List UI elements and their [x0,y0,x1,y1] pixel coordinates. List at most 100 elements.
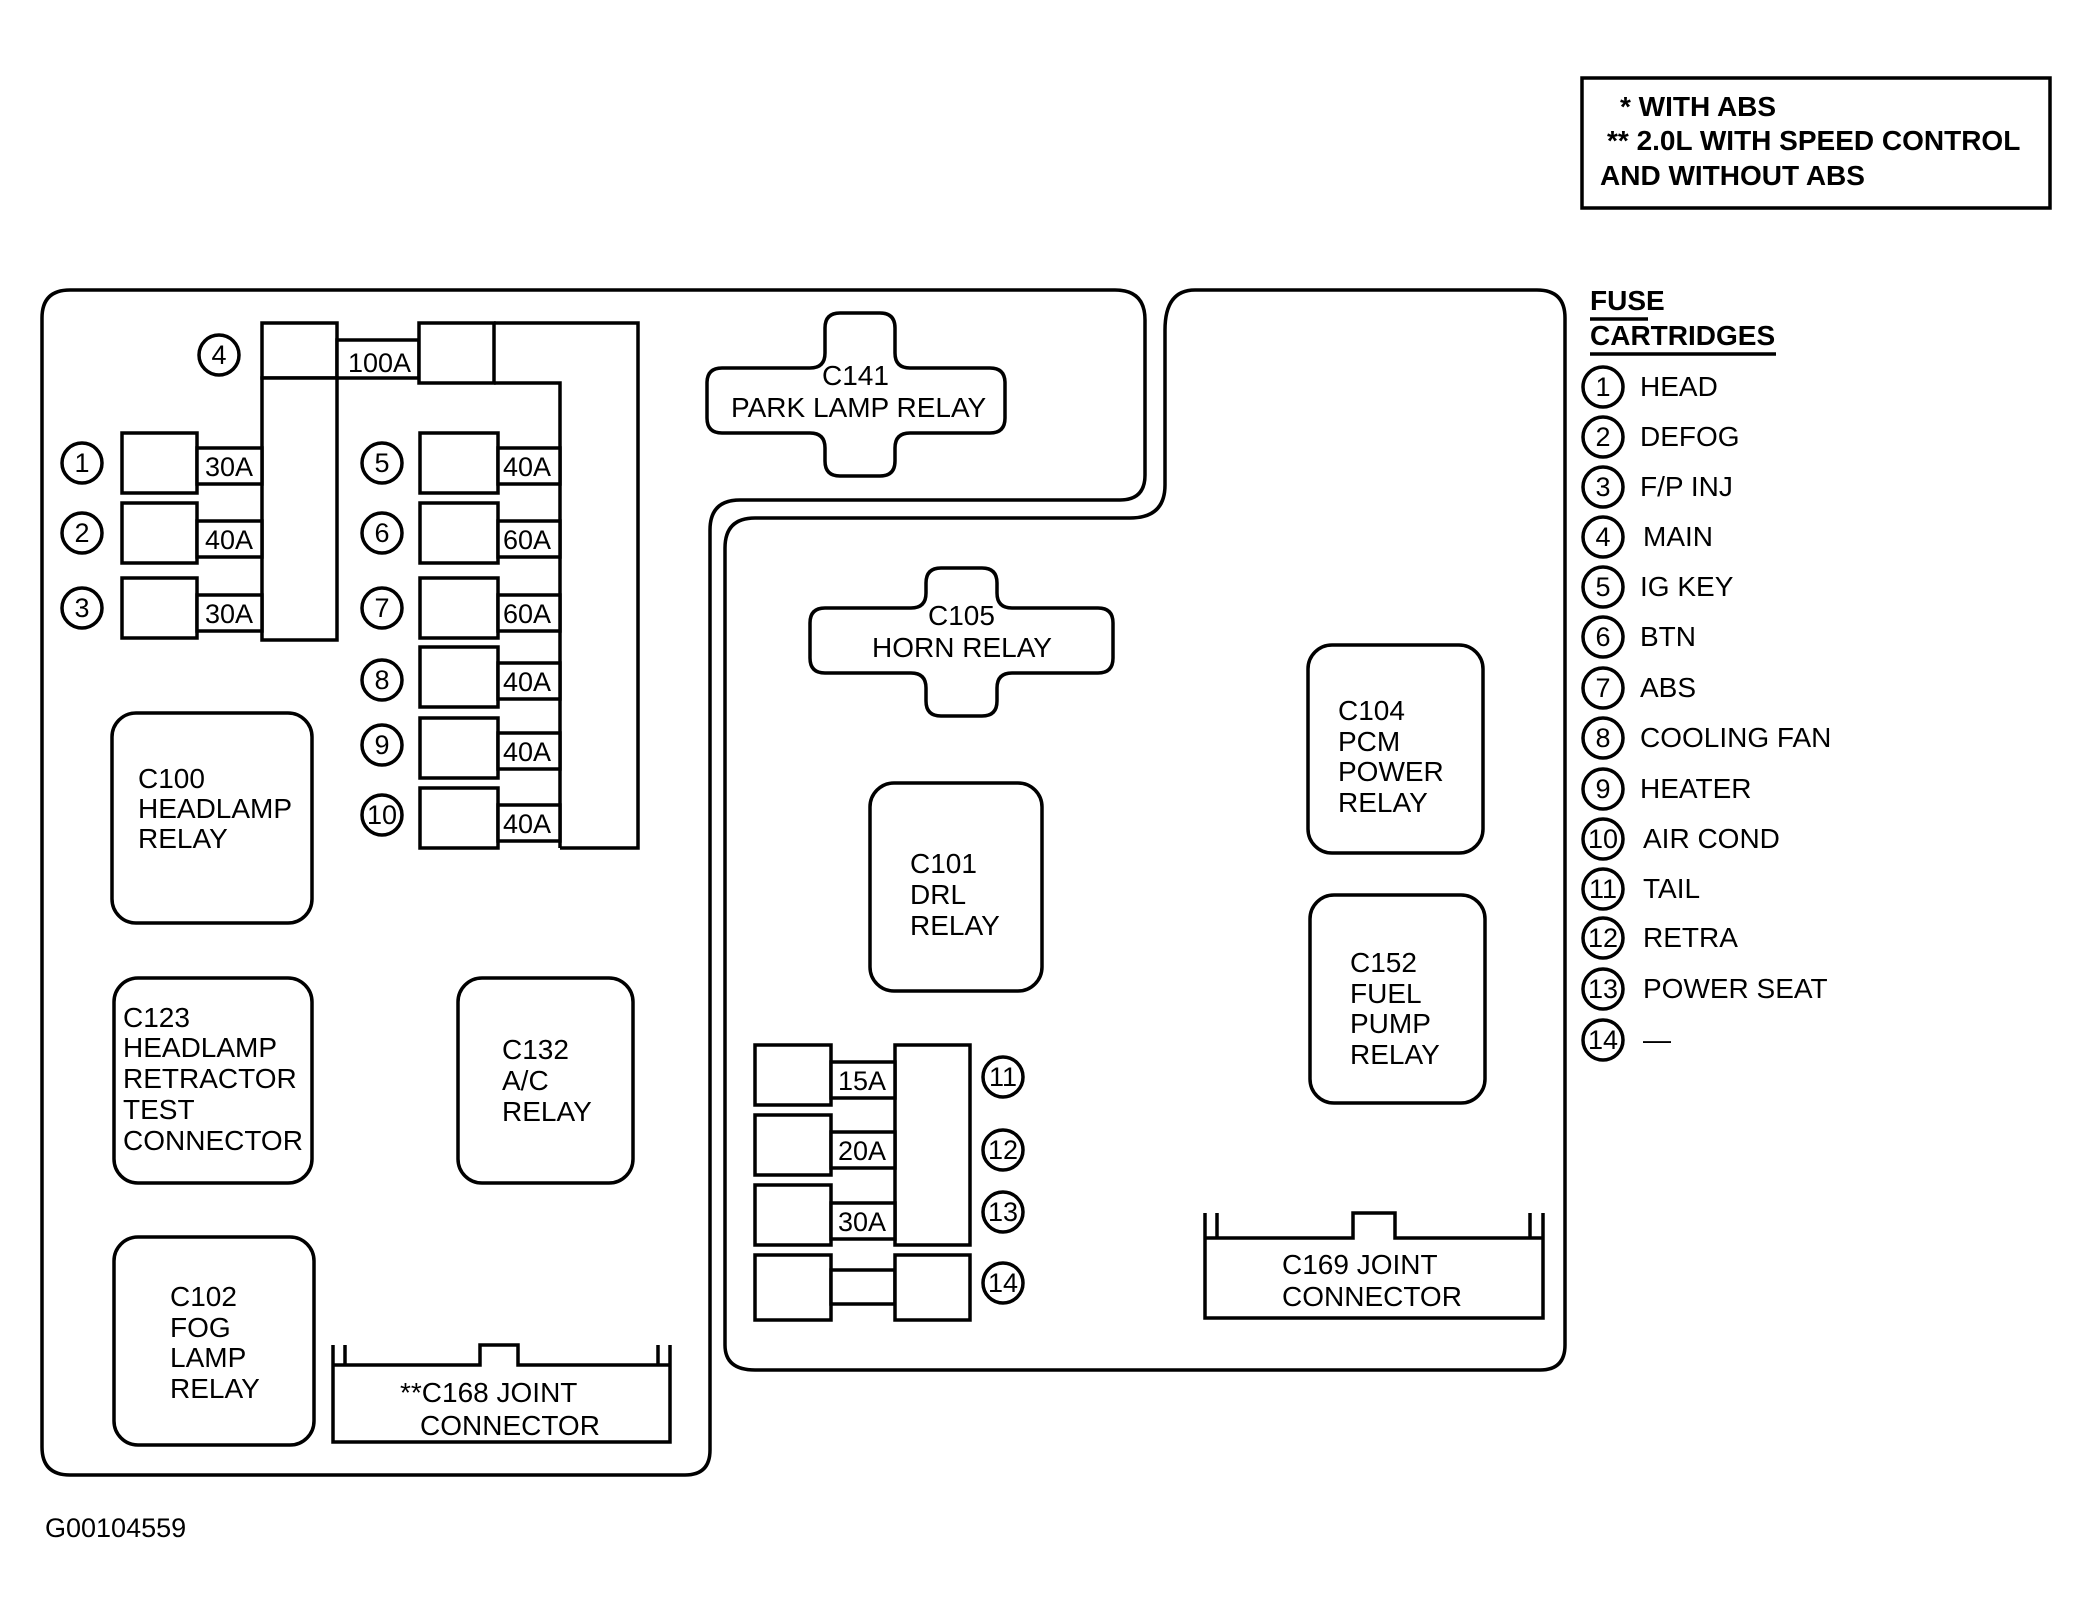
bus-bar-left [260,376,339,642]
connector-c123-line1: C123 [123,1002,190,1033]
fuse-1-label-box [195,446,264,486]
relay-c102-line3: LAMP [170,1342,246,1373]
fuse-number-10-text: 10 [367,800,397,830]
legend-item-13-num: 13 [1588,974,1618,1004]
relay-c101-line1: C101 [910,848,977,879]
bus-bar-lower [893,1043,972,1247]
fuse-13-label-box [829,1201,897,1241]
fuse-number-11-circle [981,1055,1025,1099]
fuse-number-10: 10 [360,793,404,837]
fuse-number-13: 13 [981,1190,1025,1234]
fuse-number-6-circle [360,511,404,555]
connector-c123-line4: TEST [123,1094,195,1125]
legend-item-4-label: MAIN [1643,521,1713,552]
legend-item-10-num: 10 [1588,824,1618,854]
fuse-11-body [753,1043,833,1107]
fuse-13: 30A [753,1183,897,1247]
connector-c168-outline [331,1343,672,1444]
fuse-9: 40A [418,716,562,780]
fuse-8-rating: 40A [503,667,551,697]
relay-c104-outline [1306,643,1485,855]
relay-c100-line1: C100 [138,763,205,794]
relay-c141-name: PARK LAMP RELAY [731,392,987,423]
legend-item-12-num: 12 [1588,923,1618,953]
legend-item-2: 2 DEFOG [1581,415,1740,459]
notes-box: * WITH ABS ** 2.0L WITH SPEED CONTROL AN… [1580,76,2052,210]
legend-item-6-label: BTN [1640,621,1696,652]
fuse-number-12: 12 [981,1128,1025,1172]
fuse-2-rating: 40A [205,525,253,555]
fuse-10-label-box [496,803,562,843]
legend-title-line2: CARTRIDGES [1590,320,1775,351]
housing-outline [40,288,1567,1477]
fuse-13-rating: 30A [838,1207,886,1237]
fuse-5-rating: 40A [503,452,551,482]
fuse-number-4-text: 4 [211,340,226,370]
legend-item-2-label: DEFOG [1640,421,1740,452]
legend-item-1-num: 1 [1595,372,1610,402]
relay-c104-line4: RELAY [1338,787,1428,818]
fuse-5: 40A [418,431,562,495]
legend-item-1-label: HEAD [1640,371,1718,402]
fuse-number-10-circle [360,793,404,837]
connector-c168-line2: CONNECTOR [420,1410,600,1441]
fuse-5-label-box [496,446,562,486]
fuse-number-4-circle [197,333,241,377]
legend-item-5-num: 5 [1595,572,1610,602]
fuse-number-8-text: 8 [374,665,389,695]
legend-item-9-circle [1581,767,1625,811]
fuse-10-body [418,786,500,850]
fuse-number-4: 4 [197,333,241,377]
fuse-13-body [753,1183,833,1247]
legend-item-7: 7 ABS [1581,666,1696,710]
relay-c104-line3: POWER [1338,756,1444,787]
legend-item-12-label: RETRA [1643,922,1738,953]
legend-item-5-label: IG KEY [1640,571,1734,602]
connector-c123-outline [112,976,314,1185]
fuse-4-right-body [417,321,496,385]
fuse-number-9-circle [360,723,404,767]
bus-bar-middle-outer [494,321,640,850]
legend-item-7-circle [1581,666,1625,710]
fuse-number-13-text: 13 [988,1197,1018,1227]
connector-c168-line1: **C168 JOINT [400,1377,577,1408]
fuse-number-3-circle [60,586,104,630]
fuse-10: 40A [418,786,562,850]
fuse-12: 20A [753,1113,897,1177]
fuse-number-11: 11 [981,1055,1025,1099]
legend-item-13-circle [1581,967,1625,1011]
fuse-14-right-body [893,1253,972,1322]
relay-c132-line3: RELAY [502,1096,592,1127]
relay-c141-outline [705,311,1007,478]
legend-item-5: 5 IG KEY [1581,565,1734,609]
legend: FUSE CARTRIDGES 1 HEAD 2 DEFOG 3 F/P INJ… [1581,285,1831,1062]
note-without-abs: AND WITHOUT ABS [1600,160,1865,191]
relay-c132: C132 A/C RELAY [456,976,635,1185]
fuse-number-12-circle [981,1128,1025,1172]
fuse-7-body [418,576,500,640]
relay-c141-id: C141 [822,360,889,391]
fuse-number-1: 1 [60,441,104,485]
fuse-number-14-text: 14 [988,1268,1018,1298]
fuse-bank-middle: 40A 60A 60A 40A 40A 40A 5 [360,321,640,850]
legend-item-11-circle [1581,867,1625,911]
fuse-14-left-body [753,1253,833,1322]
note-with-abs: * WITH ABS [1620,91,1776,122]
relay-c132-outline [456,976,635,1185]
legend-item-2-circle [1581,415,1625,459]
connector-c169-line2: CONNECTOR [1282,1281,1462,1312]
fuse-1-rating: 30A [205,452,253,482]
fuse-6-body [418,501,500,565]
fuse-number-3-text: 3 [74,593,89,623]
legend-item-3-num: 3 [1595,472,1610,502]
fuse-3-label-box [195,593,264,633]
legend-item-2-num: 2 [1595,422,1610,452]
connector-c169-outline [1203,1211,1545,1320]
connector-c168: **C168 JOINT CONNECTOR [331,1343,672,1444]
legend-item-14-circle [1581,1018,1625,1062]
fuse-12-rating: 20A [838,1136,886,1166]
relay-c100-outline [110,711,314,925]
note-speed-control: ** 2.0L WITH SPEED CONTROL [1607,125,2020,156]
fuse-bank-lower: 15A 20A 30A 11 12 13 [753,1043,1025,1322]
fuse-number-5: 5 [360,441,404,485]
